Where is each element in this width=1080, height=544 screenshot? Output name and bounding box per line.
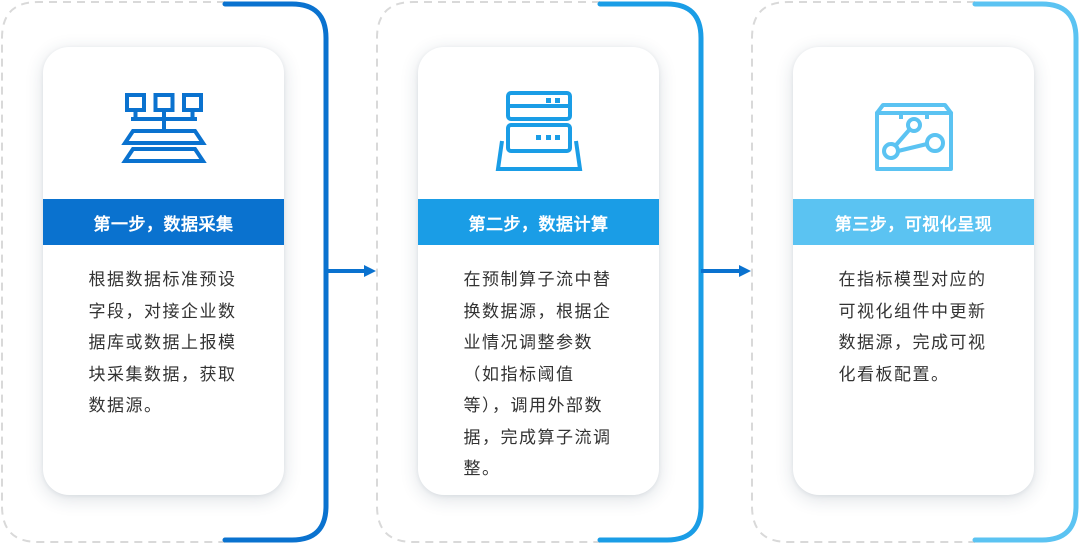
chart-box-icon (874, 103, 953, 171)
step-description: 在指标模型对应的可视化组件中更新数据源，完成可视化看板配置。 (838, 270, 987, 385)
step-card-2: 第二步，数据计算 在预制算子流中替换数据源，根据企业情况调整参数（如指标阈值等）… (418, 47, 659, 495)
arrow-right-icon (326, 265, 376, 277)
step-card-1: 第一步，数据采集 根据数据标准预设字段，对接企业数据库或数据上报模块采集数据，获… (43, 47, 284, 495)
step-description: 在预制算子流中替换数据源，根据企业情况调整参数（如指标阈值等），调用外部数据，完… (463, 270, 612, 479)
step-card-3: 第三步，可视化呈现 在指标模型对应的可视化组件中更新数据源，完成可视化看板配置。 (793, 47, 1034, 495)
step-title: 第二步，数据计算 (418, 199, 659, 245)
step-title: 第三步，可视化呈现 (793, 199, 1034, 245)
arrow-right-icon (701, 265, 751, 277)
server-stack-icon (495, 91, 582, 171)
database-network-icon (120, 93, 207, 163)
step-description: 根据数据标准预设字段，对接企业数据库或数据上报模块采集数据，获取数据源。 (88, 270, 237, 416)
step-title: 第一步，数据采集 (43, 199, 284, 245)
